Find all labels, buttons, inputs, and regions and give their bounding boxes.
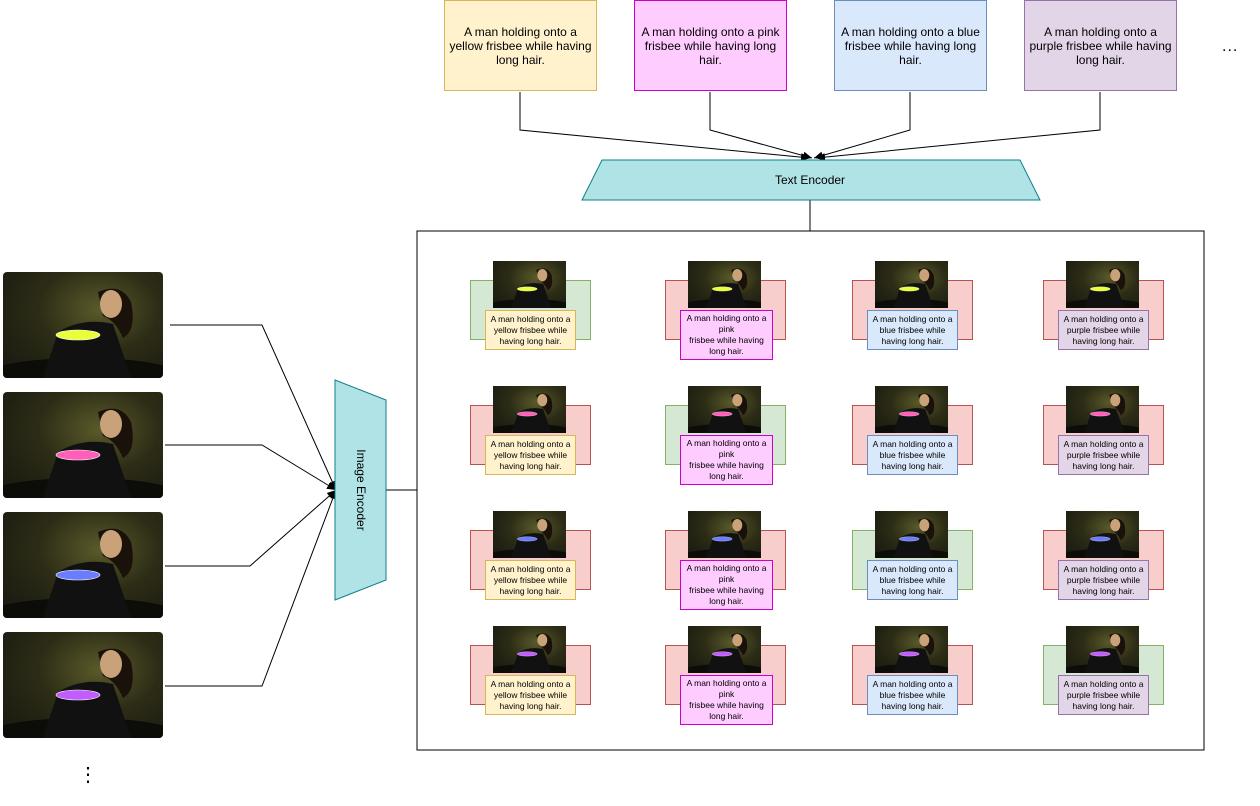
cell-caption-4-2: A man holding onto a pink frisbee while … <box>680 675 773 725</box>
cell-image-2-2 <box>688 386 761 433</box>
cell-caption-1-2: A man holding onto a pink frisbee while … <box>680 310 773 360</box>
cell-caption-4-3: A man holding onto a blue frisbee while … <box>867 675 958 715</box>
cell-image-3-2-figure <box>688 518 761 558</box>
cell-image-4-1-figure <box>493 633 566 673</box>
image-4-arrow <box>165 489 337 687</box>
cell-image-1-3-figure <box>875 268 948 308</box>
cell-image-4-2-figure <box>688 633 761 673</box>
cell-image-3-4-figure <box>1066 518 1139 558</box>
cell-caption-4-1: A man holding onto a yellow frisbee whil… <box>485 675 576 715</box>
caption-3-arrow <box>813 92 911 160</box>
cell-image-1-4-figure <box>1066 268 1139 308</box>
image-encoder-label: Image Encoder <box>354 449 368 531</box>
more-captions-ellipsis: ... <box>1222 38 1239 55</box>
cell-image-3-2 <box>688 511 761 558</box>
cell-caption-3-4: A man holding onto a purple frisbee whil… <box>1058 560 1149 600</box>
caption-4-arrow <box>815 92 1101 162</box>
cell-caption-2-4: A man holding onto a purple frisbee whil… <box>1058 435 1149 475</box>
cell-image-2-4-figure <box>1066 393 1139 433</box>
cell-image-4-1 <box>493 626 566 673</box>
cell-caption-1-1: A man holding onto a yellow frisbee whil… <box>485 310 576 350</box>
cell-image-1-2-figure <box>688 268 761 308</box>
cell-image-3-1-figure <box>493 518 566 558</box>
cell-image-3-3-figure <box>875 518 948 558</box>
cell-image-2-1 <box>493 386 566 433</box>
cell-caption-2-2: A man holding onto a pink frisbee while … <box>680 435 773 485</box>
cell-image-1-1 <box>493 261 566 308</box>
input-image-1 <box>3 272 163 378</box>
cell-image-2-2-figure <box>688 393 761 433</box>
text-encoder-shape <box>581 159 1041 201</box>
input-image-3-figure <box>3 528 163 618</box>
input-image-2 <box>3 392 163 498</box>
caption-2-arrow <box>709 92 813 160</box>
input-image-4-figure <box>3 648 163 738</box>
cell-image-3-1 <box>493 511 566 558</box>
cell-image-1-3 <box>875 261 948 308</box>
image-3-arrow <box>165 489 337 567</box>
caption-box-2: A man holding onto a pink frisbee while … <box>634 0 787 91</box>
caption-box-4: A man holding onto a purple frisbee whil… <box>1024 0 1177 91</box>
input-image-1-figure <box>3 288 163 378</box>
caption-1-arrow <box>519 92 811 162</box>
input-image-3 <box>3 512 163 618</box>
image-2-arrow <box>165 444 337 491</box>
cell-image-2-3-figure <box>875 393 948 433</box>
image-1-arrow <box>170 324 337 491</box>
cell-image-2-3 <box>875 386 948 433</box>
cell-image-2-4 <box>1066 386 1139 433</box>
cell-caption-3-1: A man holding onto a yellow frisbee whil… <box>485 560 576 600</box>
cell-caption-1-3: A man holding onto a blue frisbee while … <box>867 310 958 350</box>
text-encoder-label: Text Encoder <box>775 173 846 187</box>
cell-caption-1-4: A man holding onto a purple frisbee whil… <box>1058 310 1149 350</box>
cell-image-4-4 <box>1066 626 1139 673</box>
cell-image-1-1-figure <box>493 268 566 308</box>
cell-caption-3-3: A man holding onto a blue frisbee while … <box>867 560 958 600</box>
cell-caption-2-3: A man holding onto a blue frisbee while … <box>867 435 958 475</box>
cell-image-1-4 <box>1066 261 1139 308</box>
cell-image-3-4 <box>1066 511 1139 558</box>
cell-image-4-2 <box>688 626 761 673</box>
cell-image-2-1-figure <box>493 393 566 433</box>
cell-caption-3-2: A man holding onto a pink frisbee while … <box>680 560 773 610</box>
caption-box-3: A man holding onto a blue frisbee while … <box>834 0 987 91</box>
cell-image-4-4-figure <box>1066 633 1139 673</box>
cell-image-3-3 <box>875 511 948 558</box>
cell-image-4-3-figure <box>875 633 948 673</box>
cell-caption-4-4: A man holding onto a purple frisbee whil… <box>1058 675 1149 715</box>
similarity-matrix-frame <box>416 230 1205 751</box>
cell-image-4-3 <box>875 626 948 673</box>
caption-box-1: A man holding onto a yellow frisbee whil… <box>444 0 597 91</box>
input-image-2-figure <box>3 408 163 498</box>
cell-caption-2-1: A man holding onto a yellow frisbee whil… <box>485 435 576 475</box>
more-images-ellipsis: ⋮ <box>78 764 99 786</box>
cell-image-1-2 <box>688 261 761 308</box>
input-image-4 <box>3 632 163 738</box>
image-encoder-shape <box>334 379 387 601</box>
